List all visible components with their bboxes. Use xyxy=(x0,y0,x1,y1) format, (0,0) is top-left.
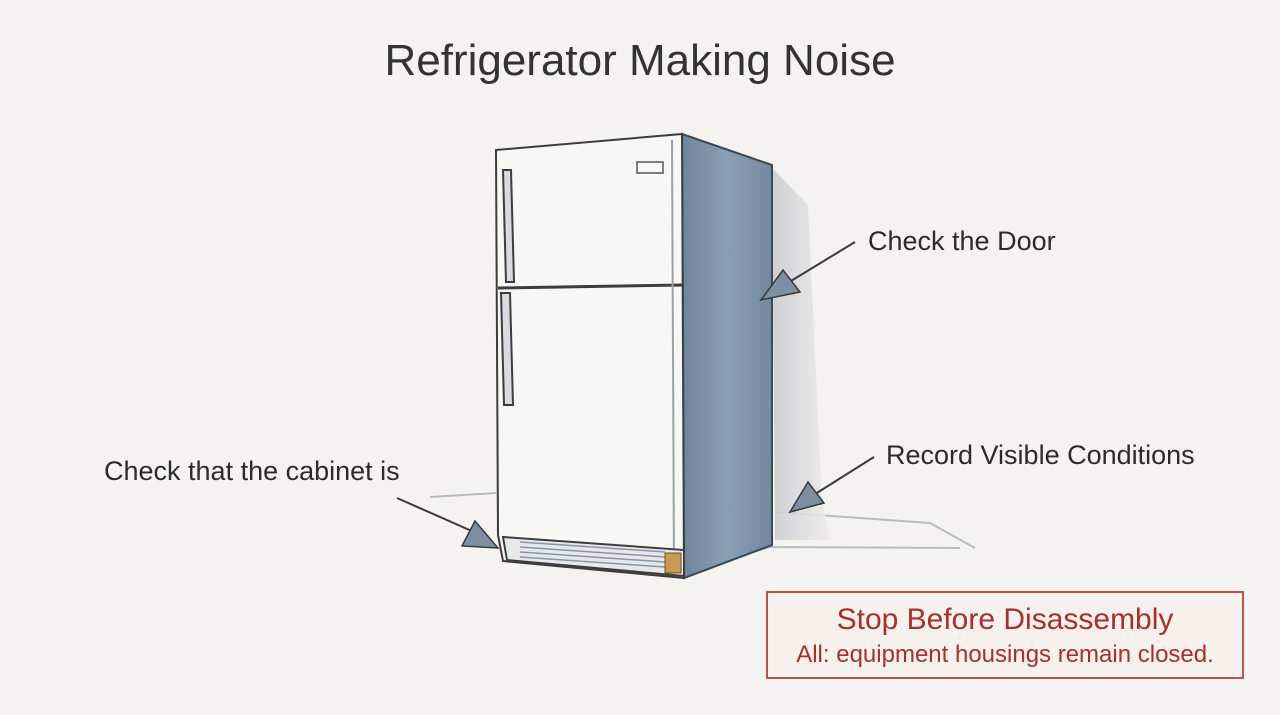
warning-subtitle: All: equipment housings remain closed. xyxy=(796,641,1214,668)
record-arrow xyxy=(788,456,875,514)
warning-box: Stop Before Disassembly All: equipment h… xyxy=(766,591,1244,679)
control-badge xyxy=(636,161,664,174)
warning-title: Stop Before Disassembly xyxy=(836,603,1174,636)
leveling-foot xyxy=(664,552,682,574)
grille-vents xyxy=(519,541,666,568)
fridge-side-panel xyxy=(680,132,773,580)
cabinet-arrow xyxy=(396,497,500,549)
fridge-handle xyxy=(499,292,515,406)
page-title: Refrigerator Making Noise xyxy=(384,36,896,85)
fridge-front xyxy=(494,132,686,580)
wall-shadow xyxy=(772,168,830,540)
callout-check-cabinet: Check that the cabinet is xyxy=(104,456,400,486)
freezer-door-seam xyxy=(497,283,685,290)
callout-check-door: Check the Door xyxy=(868,226,1056,256)
door-edge xyxy=(671,139,675,571)
callout-record-conditions: Record Visible Conditions xyxy=(886,440,1195,470)
freezer-handle xyxy=(501,169,516,283)
door-arrow xyxy=(759,241,856,302)
